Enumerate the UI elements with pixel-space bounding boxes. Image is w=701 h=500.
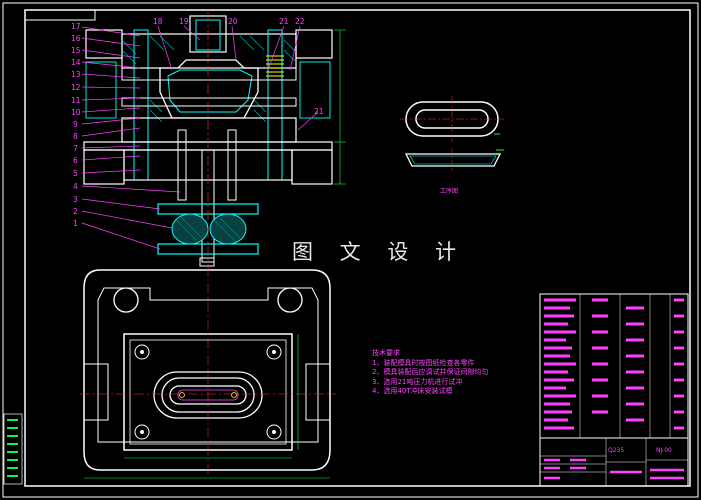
part-drawing — [400, 96, 504, 172]
material-label: Q235 — [608, 447, 625, 454]
callout-13: 13 — [71, 70, 81, 79]
callout-21-top: 21 — [279, 17, 289, 26]
front-section-view — [83, 12, 346, 268]
callout-15: 15 — [71, 46, 81, 55]
callout-7: 7 — [73, 144, 78, 153]
callout-6: 6 — [73, 156, 78, 165]
callout-numbers: 17 16 15 14 13 12 11 10 9 8 7 6 5 4 3 2 … — [71, 17, 324, 228]
part-drawing-caption: 工序图 — [440, 188, 459, 195]
requirement-item-3: 3、选用21吨压力机进行试冲 — [372, 377, 463, 386]
title-block — [539, 437, 689, 487]
title-corner-box — [24, 9, 96, 21]
callout-3: 3 — [73, 195, 78, 204]
callout-5: 5 — [73, 169, 78, 178]
callout-2: 2 — [73, 207, 78, 216]
callout-9: 9 — [73, 120, 78, 129]
technical-requirements: 技术要求 1、装配模具时按图纸检查各零件 2、模具装配后应调试并保证间隙均匀 3… — [372, 349, 488, 397]
requirement-item-4: 4、选用40T冲床安装试模 — [372, 387, 453, 395]
callout-22: 22 — [295, 17, 305, 26]
bill-of-materials — [539, 293, 689, 439]
callout-18: 18 — [153, 17, 163, 26]
callout-4: 4 — [73, 182, 78, 191]
sheet-inner-border — [24, 9, 691, 487]
callout-21-right: 21 — [314, 107, 324, 116]
callout-20: 20 — [228, 17, 238, 26]
drawing-number: NJ-00 — [656, 447, 672, 454]
callout-16: 16 — [71, 34, 81, 43]
callout-12: 12 — [71, 83, 81, 92]
watermark-text: 图 文 设 计 — [292, 240, 467, 264]
plan-view — [80, 266, 336, 479]
callout-10: 10 — [71, 108, 81, 117]
callout-11: 11 — [71, 96, 81, 105]
callout-19: 19 — [179, 17, 189, 26]
binding-strip — [3, 413, 23, 485]
leader-lines-top — [157, 25, 319, 131]
technical-requirements-title: 技术要求 — [372, 349, 400, 357]
callout-17: 17 — [71, 22, 81, 31]
callout-14: 14 — [71, 58, 81, 67]
callout-8: 8 — [73, 132, 78, 141]
callout-1: 1 — [73, 219, 78, 228]
requirement-item-2: 2、模具装配后应调试并保证间隙均匀 — [372, 368, 489, 376]
leader-lines-left — [81, 26, 181, 250]
requirement-item-1: 1、装配模具时按图纸检查各零件 — [372, 358, 475, 367]
